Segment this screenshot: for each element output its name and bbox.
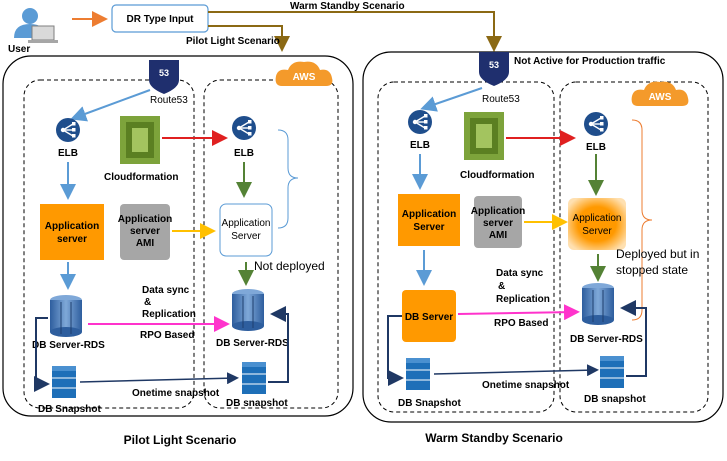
snapshot-primary-label-right: DB Snapshot bbox=[398, 398, 461, 409]
onetime-label-right: Onetime snapshot bbox=[482, 380, 570, 391]
elb-primary-icon-right bbox=[407, 109, 433, 135]
app-server-secondary-right-line1: Application bbox=[573, 213, 622, 224]
pilot-light-label: Pilot Light Scenario bbox=[186, 36, 280, 47]
onetime-snapshot-arrow-right bbox=[433, 364, 599, 377]
onetime-snapshot-arrow bbox=[79, 372, 239, 385]
replication-arrow-right bbox=[457, 304, 580, 321]
snapshot-secondary-icon bbox=[241, 361, 267, 395]
snapshot-primary-icon bbox=[51, 365, 77, 399]
route53-icon bbox=[149, 60, 179, 94]
warm-standby-panel bbox=[362, 51, 724, 423]
app-server-secondary-line2: Server bbox=[231, 231, 261, 242]
app-server-primary-line2: server bbox=[57, 234, 87, 245]
onetime-label: Onetime snapshot bbox=[132, 388, 220, 399]
db-secondary-label-right: DB Server-RDS bbox=[570, 334, 643, 345]
db-secondary-icon bbox=[231, 288, 265, 332]
aws-label-right: AWS bbox=[649, 92, 672, 103]
db-secondary-icon-right bbox=[581, 282, 615, 326]
route53-label-right: Route53 bbox=[482, 94, 520, 105]
db-primary-icon bbox=[49, 294, 83, 338]
warm-standby-label: Warm Standby Scenario bbox=[290, 1, 405, 12]
app-server-secondary-line1: Application bbox=[222, 218, 271, 229]
snapshot-restore-arrow bbox=[268, 306, 289, 383]
elb-primary-icon bbox=[55, 117, 81, 143]
pilot-light-arrow bbox=[208, 25, 290, 52]
cloudformation-label: Cloudformation bbox=[104, 172, 178, 183]
app-server-secondary bbox=[219, 203, 273, 257]
db-secondary-label: DB Server-RDS bbox=[216, 338, 289, 349]
app-server-secondary-right bbox=[568, 198, 626, 250]
app-server-primary bbox=[40, 204, 104, 260]
pilot-light-title: Pilot Light Scenario bbox=[124, 433, 237, 447]
data-sync-right-line2: & bbox=[498, 281, 505, 292]
dr-type-input-box bbox=[111, 4, 209, 33]
user-label: User bbox=[8, 44, 30, 55]
warm-standby-arrow bbox=[208, 11, 502, 52]
cloudformation-label-right: Cloudformation bbox=[460, 170, 534, 181]
elb-secondary-icon bbox=[231, 115, 257, 141]
snapshot-secondary-label: DB snapshot bbox=[226, 398, 288, 409]
elb-secondary-icon-right bbox=[583, 111, 609, 137]
data-sync-right-line1: Data sync bbox=[496, 268, 544, 279]
app-server-primary-line1: Application bbox=[45, 221, 99, 232]
right-bracket bbox=[631, 119, 653, 321]
data-sync-right-line3: Replication bbox=[496, 294, 550, 305]
warm-standby-title: Warm Standby Scenario bbox=[425, 431, 563, 445]
route53-to-elb-arrow-right bbox=[420, 87, 483, 112]
rpo-label: RPO Based bbox=[140, 330, 194, 341]
elb-primary-label: ELB bbox=[58, 148, 78, 159]
snapshot-secondary-icon-right bbox=[599, 355, 625, 389]
not-deployed-label: Not deployed bbox=[254, 259, 325, 273]
app-server-primary-right-line2: Server bbox=[413, 222, 444, 233]
user-icon bbox=[14, 8, 58, 43]
db-primary-label: DB Server-RDS bbox=[32, 340, 105, 351]
aws-label: AWS bbox=[293, 72, 316, 83]
deployed-note-line1: Deployed but in bbox=[616, 247, 699, 261]
db-to-snapshot-arrow-right bbox=[387, 315, 404, 386]
snapshot-restore-arrow-right bbox=[620, 300, 647, 377]
data-sync-line1: Data sync bbox=[142, 285, 190, 296]
route53-icon-right bbox=[479, 52, 509, 86]
db-server-label-right: DB Server bbox=[405, 312, 453, 323]
route53-label: Route53 bbox=[150, 95, 188, 106]
left-bracket bbox=[277, 129, 299, 229]
db-to-snapshot-arrow bbox=[34, 317, 50, 392]
app-server-secondary-right-line2: Server bbox=[582, 226, 612, 237]
deployed-note-line2: stopped state bbox=[616, 263, 688, 277]
dr-type-input-label: DR Type Input bbox=[126, 14, 194, 25]
ami-line1: Application bbox=[118, 214, 172, 225]
warm-secondary-region bbox=[559, 81, 709, 413]
pilot-light-panel bbox=[2, 55, 354, 417]
ami-right-line1: Application bbox=[471, 206, 525, 217]
pilot-secondary-region bbox=[203, 79, 339, 409]
ami-box bbox=[120, 204, 170, 260]
elb-secondary-label-right: ELB bbox=[586, 142, 606, 153]
ami-right-line3: AMI bbox=[489, 230, 508, 241]
snapshot-secondary-label-right: DB snapshot bbox=[584, 394, 646, 405]
db-server-box-right bbox=[402, 290, 456, 342]
ami-line3: AMI bbox=[136, 238, 155, 249]
snapshot-primary-icon-right bbox=[405, 357, 431, 391]
data-sync-line3: Replication bbox=[142, 309, 196, 320]
ami-line2: server bbox=[130, 226, 160, 237]
warm-primary-region bbox=[377, 81, 555, 413]
not-active-label: Not Active for Production traffic bbox=[514, 56, 666, 67]
route53-to-elb-arrow bbox=[70, 89, 151, 122]
cloudformation-icon-right bbox=[464, 112, 504, 160]
pilot-primary-region bbox=[23, 79, 195, 409]
ami-box-right bbox=[474, 196, 522, 248]
data-sync-line2: & bbox=[144, 297, 151, 308]
ami-right-line2: server bbox=[483, 218, 513, 229]
snapshot-primary-label: DB Snapshot bbox=[38, 404, 101, 415]
rpo-label-right: RPO Based bbox=[494, 318, 548, 329]
app-server-primary-right bbox=[398, 194, 460, 246]
elb-primary-label-right: ELB bbox=[410, 140, 430, 151]
elb-secondary-label: ELB bbox=[234, 148, 254, 159]
cloudformation-icon bbox=[120, 116, 160, 164]
app-server-primary-right-line1: Application bbox=[402, 209, 456, 220]
